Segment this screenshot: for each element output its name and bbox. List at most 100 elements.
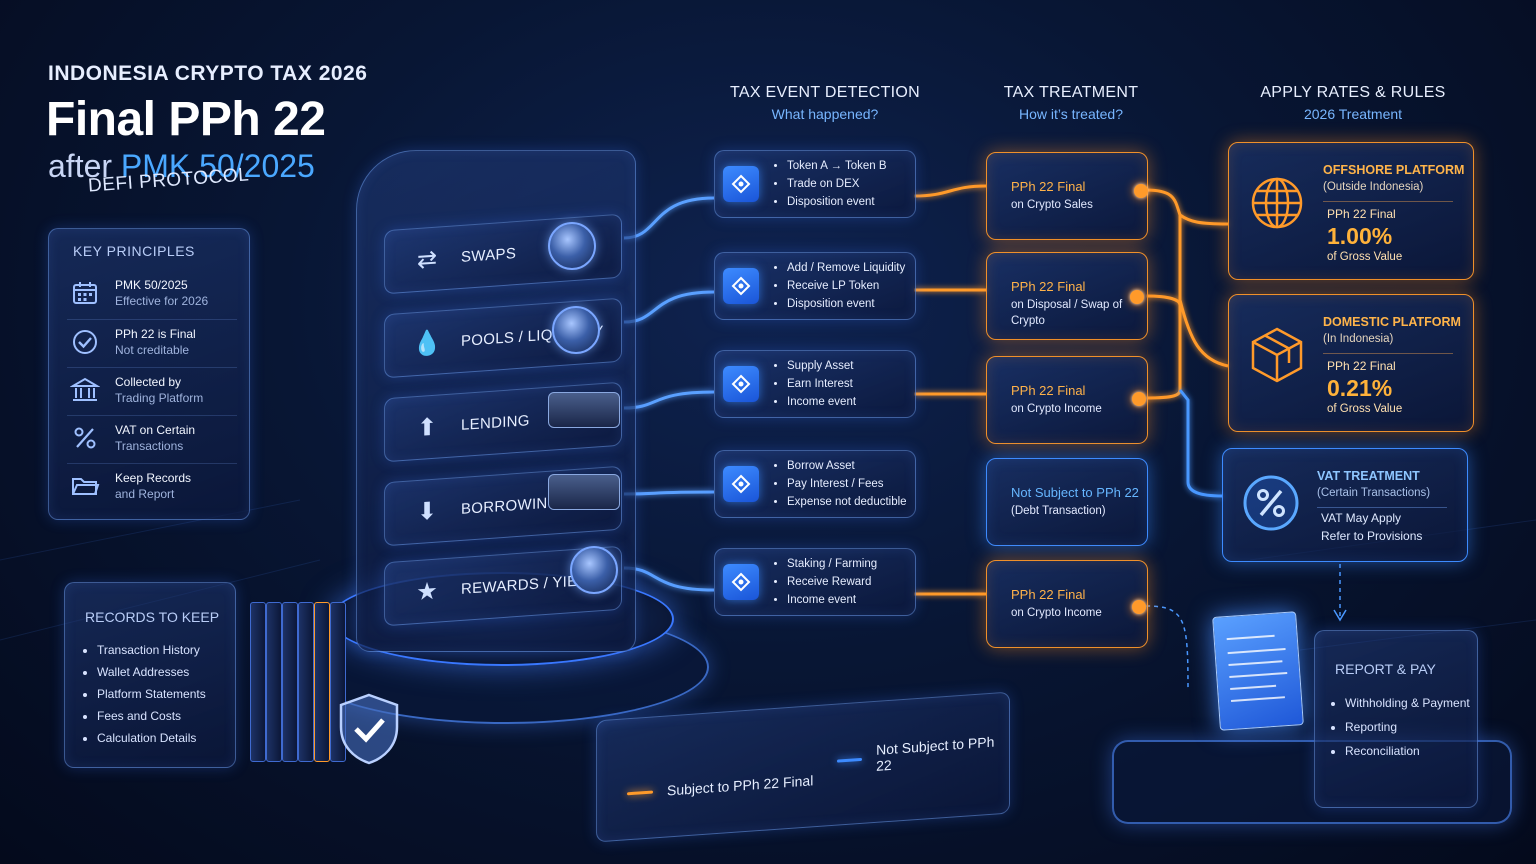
percent-icon [67, 420, 103, 456]
event-card: Staking / FarmingReceive RewardIncome ev… [714, 548, 916, 616]
principle-line2: and Report [115, 487, 175, 501]
rate-label: PPh 22 Final [1327, 359, 1396, 373]
binder [298, 602, 314, 762]
vat-subtitle: (Certain Transactions) [1317, 487, 1431, 499]
treatment-card: PPh 22 Final on Crypto Income [986, 356, 1148, 444]
legend-label: Not Subject to PPh 22 [876, 733, 995, 774]
shield-check-icon [336, 692, 402, 771]
subtitle-highlight: PMK 50/2025 [120, 148, 315, 184]
legend-label: Subject to PPh 22 Final [667, 772, 814, 799]
calendar-icon [67, 275, 103, 311]
protocol-slot [548, 392, 620, 428]
treatment-title: PPh 22 Final [1011, 383, 1086, 398]
event-item: Pay Interest / Fees [787, 475, 907, 493]
protocol-knob [548, 222, 596, 270]
protocol-knob [570, 546, 618, 594]
binder [314, 602, 330, 762]
record-item: Wallet Addresses [97, 661, 206, 683]
vat-line1: VAT May Apply [1321, 511, 1402, 525]
event-icon [723, 564, 759, 600]
protocol-slot [548, 474, 620, 510]
event-item: Income event [787, 591, 877, 609]
event-item: Expense not deductible [787, 493, 907, 511]
column-title: APPLY RATES & RULES [1260, 84, 1446, 101]
vat-treatment-card: VAT TREATMENT (Certain Transactions) VAT… [1222, 448, 1468, 562]
binder [282, 602, 298, 762]
treatment-title: Not Subject to PPh 22 [1011, 485, 1139, 500]
percent-badge-icon [1239, 471, 1303, 535]
event-icon [723, 268, 759, 304]
event-card: Borrow AssetPay Interest / FeesExpense n… [714, 450, 916, 518]
records-title: RECORDS TO KEEP [85, 609, 220, 625]
globe-icon [1245, 171, 1309, 235]
column-subtitle: What happened? [771, 106, 879, 122]
principle-line1: Keep Records [115, 471, 192, 485]
event-card: Supply AssetEarn InterestIncome event [714, 350, 916, 418]
offshore-platform-card: OFFSHORE PLATFORM (Outside Indonesia) PP… [1228, 142, 1474, 280]
column-subtitle: 2026 Treatment [1303, 106, 1403, 122]
event-item: Staking / Farming [787, 555, 877, 573]
domestic-platform-card: DOMESTIC PLATFORM (In Indonesia) PPh 22 … [1228, 294, 1474, 432]
connector-dot [1132, 600, 1146, 614]
connector-dot [1134, 184, 1148, 198]
column-header-detection: TAX EVENT DETECTION What happened? [710, 84, 940, 122]
principle-line2: Not creditable [115, 343, 190, 357]
treatment-title: PPh 22 Final [1011, 279, 1086, 294]
event-card: Add / Remove LiquidityReceive LP TokenDi… [714, 252, 916, 320]
event-card: Token A → Token BTrade on DEXDisposition… [714, 150, 916, 218]
borrowing-icon: ⬇ [416, 497, 438, 526]
star-icon: ★ [416, 577, 438, 606]
principle-line1: PPh 22 is Final [115, 327, 196, 341]
event-item: Supply Asset [787, 357, 856, 375]
treatment-title: PPh 22 Final [1011, 587, 1086, 602]
rate-subtitle: (Outside Indonesia) [1323, 181, 1424, 193]
column-title: TAX EVENT DETECTION [729, 84, 921, 101]
legend-swatch-orange [627, 789, 653, 795]
principle-item: Keep Records and Report [67, 463, 237, 508]
records-panel: RECORDS TO KEEP Transaction History Wall… [64, 582, 236, 768]
event-item: Receive LP Token [787, 277, 905, 295]
report-panel: REPORT & PAY Withholding & Payment Repor… [1314, 630, 1478, 808]
record-item: Transaction History [97, 639, 206, 661]
treatment-card: Not Subject to PPh 22 (Debt Transaction) [986, 458, 1148, 546]
event-item: Borrow Asset [787, 457, 907, 475]
key-principles-title: KEY PRINCIPLES [73, 243, 195, 259]
subtitle-prefix: after [48, 148, 113, 184]
treatment-detail: on Crypto Sales [1011, 199, 1093, 211]
event-item: Earn Interest [787, 375, 856, 393]
binder [266, 602, 282, 762]
event-item: Income event [787, 393, 856, 411]
treatment-card: PPh 22 Final on Crypto Income [986, 560, 1148, 648]
document-icon [1212, 611, 1304, 731]
report-item: Reporting [1345, 715, 1470, 739]
cube-icon [1245, 323, 1309, 387]
rate-label: PPh 22 Final [1327, 207, 1396, 221]
treatment-detail: on Crypto Income [1011, 607, 1102, 619]
column-header-rates: APPLY RATES & RULES 2026 Treatment [1238, 84, 1468, 122]
event-item: Disposition event [787, 193, 887, 211]
treatment-detail: on Crypto Income [1011, 403, 1102, 415]
record-item: Fees and Costs [97, 705, 206, 727]
rate-subtitle: (In Indonesia) [1323, 333, 1394, 345]
rate-basis: of Gross Value [1327, 403, 1403, 415]
connector-dot [1130, 290, 1144, 304]
treatment-card: PPh 22 Final on Crypto Sales [986, 152, 1148, 240]
lending-icon: ⬆ [416, 413, 438, 442]
column-subtitle: How it’s treated? [1018, 106, 1123, 122]
binder [250, 602, 266, 762]
principle-line2: Transactions [115, 439, 184, 453]
rate-value: 1.00% [1327, 223, 1393, 249]
legend-swatch-blue [837, 757, 863, 763]
treatment-card: PPh 22 Final on Disposal / Swap of Crypt… [986, 252, 1148, 340]
page-subtitle: after PMK 50/2025 [48, 148, 315, 185]
protocol-row-label: LENDING [461, 411, 530, 434]
principle-line1: PMK 50/2025 [115, 278, 188, 292]
event-item: Add / Remove Liquidity [787, 259, 905, 277]
column-title: TAX TREATMENT [1003, 84, 1139, 101]
treatment-title: PPh 22 Final [1011, 179, 1086, 194]
